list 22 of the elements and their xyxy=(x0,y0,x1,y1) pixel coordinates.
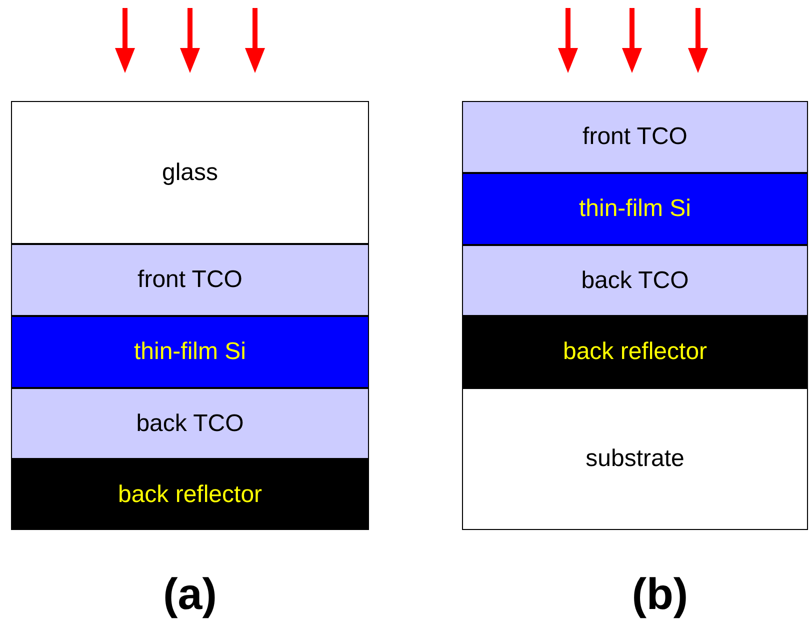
layer-label: back TCO xyxy=(581,266,689,294)
layer-label: back reflector xyxy=(562,338,708,366)
silicon-layer xyxy=(11,316,369,388)
tco-layer xyxy=(462,245,808,316)
tco-layer xyxy=(11,244,369,316)
layer-label: substrate xyxy=(586,445,684,473)
panel-label: (a) xyxy=(163,570,217,620)
panel-label: (b) xyxy=(632,570,688,620)
layer-label: thin-film Si xyxy=(134,338,246,366)
reflector-layer xyxy=(462,316,808,388)
tco-layer xyxy=(11,388,369,459)
layer-label: front TCO xyxy=(138,266,242,294)
layer-label: front TCO xyxy=(582,123,688,151)
layer-label: thin-film Si xyxy=(578,195,692,223)
glass-layer xyxy=(11,101,369,244)
substrate-layer xyxy=(462,388,808,530)
layer-label: glass xyxy=(162,158,218,186)
reflector-layer xyxy=(11,459,369,530)
layer-label: back TCO xyxy=(136,410,244,438)
layer-label: back reflector xyxy=(118,480,262,508)
tco-layer xyxy=(462,101,808,173)
silicon-layer xyxy=(462,173,808,245)
